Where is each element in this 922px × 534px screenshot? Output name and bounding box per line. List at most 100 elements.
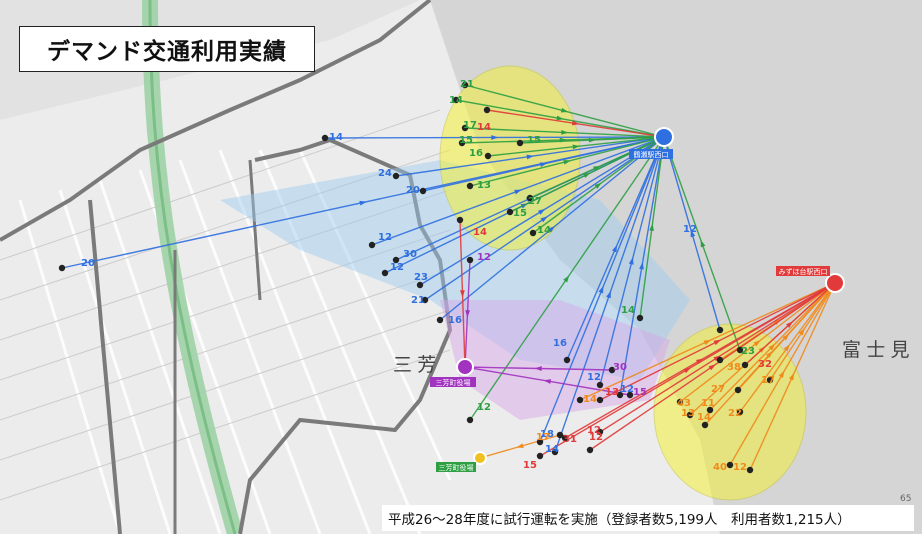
flow-lines xyxy=(61,84,836,471)
flow-arrow-green-7 xyxy=(583,172,591,179)
flow-arrow-green-8 xyxy=(593,165,601,172)
flow-arrow-orange-9 xyxy=(798,328,805,336)
flow-count-red-6: 32 xyxy=(758,359,772,370)
stop-marker-orange-11[interactable] xyxy=(706,406,714,414)
flow-count-blue-6: 12 xyxy=(390,262,404,273)
stop-marker-red-2[interactable] xyxy=(596,428,604,436)
stop-markers xyxy=(58,81,774,474)
stop-marker-purple-0[interactable] xyxy=(608,366,616,374)
stop-marker-blue-6[interactable] xyxy=(381,269,389,277)
flow-count-orange-8: 22 xyxy=(728,408,742,419)
flow-arrow-orange-1 xyxy=(778,370,785,378)
flow-count-green-2: 17 xyxy=(463,120,477,131)
stop-marker-red-4[interactable] xyxy=(483,106,491,114)
stop-marker-green-9[interactable] xyxy=(529,229,537,237)
stop-marker-orange-1[interactable] xyxy=(726,461,734,469)
stop-marker-purple-1[interactable] xyxy=(626,391,634,399)
stop-marker-blue-14[interactable] xyxy=(551,448,559,456)
flow-count-orange-3: 38 xyxy=(727,362,741,373)
stop-marker-blue-9[interactable] xyxy=(436,316,444,324)
stop-marker-red-0[interactable] xyxy=(561,434,569,442)
place-label-fujimi: 富 士 見 xyxy=(842,339,910,361)
stop-marker-blue-7[interactable] xyxy=(416,281,424,289)
expressway-center xyxy=(148,0,237,534)
stop-marker-blue-11[interactable] xyxy=(596,381,604,389)
stop-marker-red-3[interactable] xyxy=(586,446,594,454)
flow-count-blue-4: 12 xyxy=(378,232,392,243)
stop-marker-blue-5[interactable] xyxy=(392,256,400,264)
stop-marker-red-7[interactable] xyxy=(456,216,464,224)
hub-red-label: みずほ台駅西口 xyxy=(779,267,828,276)
stop-marker-orange-0[interactable] xyxy=(556,431,564,439)
stop-marker-green-1[interactable] xyxy=(452,96,460,104)
stop-marker-blue-2[interactable] xyxy=(419,187,427,195)
stop-marker-red-5[interactable] xyxy=(596,396,604,404)
flow-arrow-orange-7 xyxy=(766,351,773,358)
stop-marker-green-8[interactable] xyxy=(526,194,534,202)
stop-marker-orange-5[interactable] xyxy=(676,398,684,406)
stop-marker-blue-0[interactable] xyxy=(321,134,329,142)
flow-count-red-4: 14 xyxy=(477,122,491,133)
flow-arrow-red-1 xyxy=(683,367,691,374)
stop-marker-orange-3[interactable] xyxy=(716,356,724,364)
stop-marker-green-0[interactable] xyxy=(461,81,469,89)
stop-marker-red-6[interactable] xyxy=(741,361,749,369)
stop-marker-orange-2[interactable] xyxy=(576,396,584,404)
flow-arrow-blue-0 xyxy=(491,135,499,140)
flow-count-blue-11: 12 xyxy=(587,372,601,383)
hub-yellow-marker[interactable] xyxy=(473,451,487,465)
stop-marker-blue-1[interactable] xyxy=(392,172,400,180)
flow-count-blue-0: 14 xyxy=(329,132,343,143)
stop-marker-green-12[interactable] xyxy=(636,314,644,322)
flow-arrow-green-2 xyxy=(561,129,569,135)
stop-marker-orange-9[interactable] xyxy=(766,376,774,384)
stop-marker-green-10[interactable] xyxy=(736,346,744,354)
stop-marker-green-11[interactable] xyxy=(466,416,474,424)
stop-marker-blue-8[interactable] xyxy=(421,296,429,304)
flow-arrow-blue-9 xyxy=(548,225,556,233)
hub-purple-marker[interactable] xyxy=(456,358,474,376)
flow-arrow-green-9 xyxy=(594,182,602,189)
stop-marker-green-6[interactable] xyxy=(466,182,474,190)
stop-marker-orange-6[interactable] xyxy=(686,411,694,419)
stop-marker-orange-8[interactable] xyxy=(736,408,744,416)
stop-marker-blue-10[interactable] xyxy=(563,356,571,364)
flow-count-red-7: 14 xyxy=(473,227,487,238)
flow-arrow-orange-0 xyxy=(516,443,524,448)
flow-count-red-2: 12 xyxy=(587,425,601,436)
stop-marker-blue-4[interactable] xyxy=(368,241,376,249)
stop-marker-orange-10[interactable] xyxy=(746,466,754,474)
stop-marker-orange-4[interactable] xyxy=(734,386,742,394)
flow-arrow-red-2 xyxy=(713,355,721,362)
stop-marker-blue-12[interactable] xyxy=(616,391,624,399)
stop-marker-green-4[interactable] xyxy=(516,139,524,147)
hub-blue-label: 鶴瀬駅西口 xyxy=(634,150,669,159)
hub-blue-marker[interactable] xyxy=(654,127,674,147)
flow-count-green-7: 15 xyxy=(513,208,527,219)
flow-arrow-purple-1 xyxy=(543,379,552,384)
flow-arrow-blue-7 xyxy=(538,208,546,215)
stop-marker-blue-3[interactable] xyxy=(58,264,66,272)
stop-marker-blue-13[interactable] xyxy=(536,438,544,446)
flow-arrow-blue-3 xyxy=(359,200,367,206)
stop-marker-green-3[interactable] xyxy=(458,139,466,147)
stop-marker-green-5[interactable] xyxy=(484,152,492,160)
stop-marker-green-7[interactable] xyxy=(506,208,514,216)
stop-marker-purple-2[interactable] xyxy=(466,256,474,264)
flow-arrow-red-7 xyxy=(459,290,465,298)
stop-marker-green-2[interactable] xyxy=(461,124,469,132)
flow-arrow-blue-13 xyxy=(598,285,604,294)
flow-count-red-0: 31 xyxy=(563,434,577,445)
stop-marker-orange-7[interactable] xyxy=(701,421,709,429)
flow-arrow-orange-8 xyxy=(783,344,790,352)
flow-arrow-blue-15 xyxy=(690,229,696,238)
boundary-road-west xyxy=(88,199,122,534)
stop-marker-blue-15[interactable] xyxy=(716,326,724,334)
hub-red-marker[interactable] xyxy=(825,273,845,293)
stop-marker-red-1[interactable] xyxy=(536,452,544,460)
flow-count-purple-2: 12 xyxy=(477,252,491,263)
flow-count-red-5: 13 xyxy=(605,387,619,398)
flow-count-green-6: 13 xyxy=(477,180,491,191)
town-boundary-north xyxy=(0,0,432,242)
field-stripes xyxy=(18,149,452,534)
